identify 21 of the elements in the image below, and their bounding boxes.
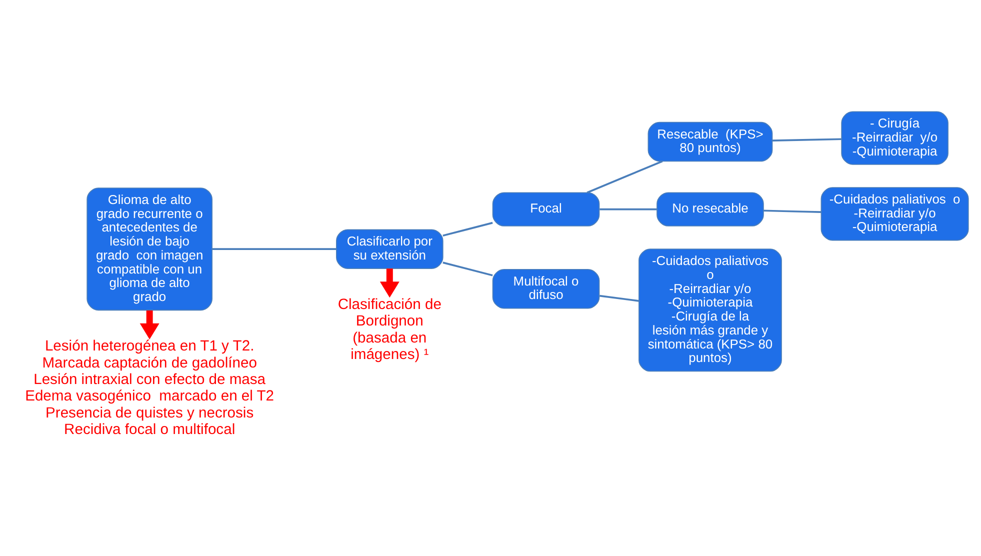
arrow (380, 268, 400, 298)
connector (772, 138, 842, 142)
node-box: No resecable (656, 192, 764, 226)
node-box: -Cuidados paliativos o -Reirradiar y/o -Quimioterapia (820, 187, 969, 241)
node-text: Lesión heterogénea en T1 y T2. Marcada captación de gadolíneo Lesión intraxial con efecto de masa Edema vasogénico marcado en el T2 Presencia de quistes y necrosis Recidiva focal o multifocal (25, 338, 274, 438)
node-box: Clasificarlo por su extensión (336, 229, 444, 269)
connector (212, 248, 336, 250)
connector (600, 294, 639, 302)
connector (442, 262, 493, 276)
arrow (140, 310, 160, 340)
node-box: Focal (492, 192, 600, 226)
node-box: Resecable (KPS> 80 puntos) (648, 122, 773, 162)
connector (442, 222, 493, 237)
node-box: Multifocal o difuso (492, 268, 600, 309)
connector (586, 160, 663, 194)
node-box: -Cuidados paliativos o -Reirradiar y/o -Quimioterapia -Cirugía de la lesión más grande y sintomática (KPS> 80 puntos) (638, 248, 782, 372)
connector (764, 210, 822, 214)
node-box: Glioma de alto grado recurrente o antecedentes de lesión de bajo grado con imagen compatible con un glioma de alto grado (86, 188, 212, 311)
connector (600, 208, 657, 210)
node-box: - Cirugía -Reirradiar y/o -Quimioterapia (841, 111, 948, 165)
node-text: Clasificación de Bordignon (basada en imágenes) ¹ (338, 297, 442, 363)
